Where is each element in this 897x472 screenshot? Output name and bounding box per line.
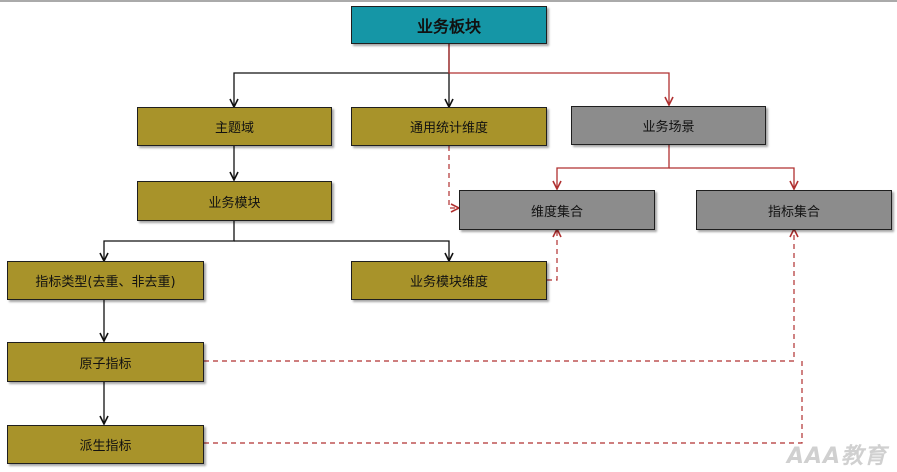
edge-commondim-to-dimset (448, 146, 458, 208)
edge-atomic-to-metricset (204, 230, 794, 362)
node-atomic-metric: 原子指标 (7, 342, 204, 382)
node-common-stat-dimension: 通用统计维度 (351, 107, 547, 146)
edge-scenario-to-dimset (557, 145, 670, 188)
node-business-module: 业务模块 (137, 181, 332, 221)
edge-module-split (104, 221, 235, 260)
edge-derived-to-metricset (204, 361, 803, 444)
node-subject-domain: 主题域 (137, 107, 332, 146)
node-business-scenario: 业务场景 (571, 106, 766, 145)
red-connectors (448, 43, 794, 188)
node-metric-type: 指标类型(去重、非去重) (7, 261, 204, 300)
node-dimension-set: 维度集合 (459, 190, 655, 230)
edge-scenario-to-metricset (669, 167, 794, 188)
node-derived-metric: 派生指标 (7, 425, 204, 464)
node-business-block: 业务板块 (351, 6, 547, 44)
red-dashed-connectors (204, 146, 803, 444)
watermark-logo: AAA教育 (786, 444, 887, 469)
node-business-module-dimension: 业务模块维度 (351, 261, 547, 300)
edge-block-to-subject (234, 43, 450, 106)
edge-block-to-scenario (448, 43, 669, 104)
edge-moduledim-to-dimset (547, 230, 557, 281)
node-metric-set: 指标集合 (696, 190, 892, 230)
edge-module-to-module-dim (234, 240, 449, 260)
